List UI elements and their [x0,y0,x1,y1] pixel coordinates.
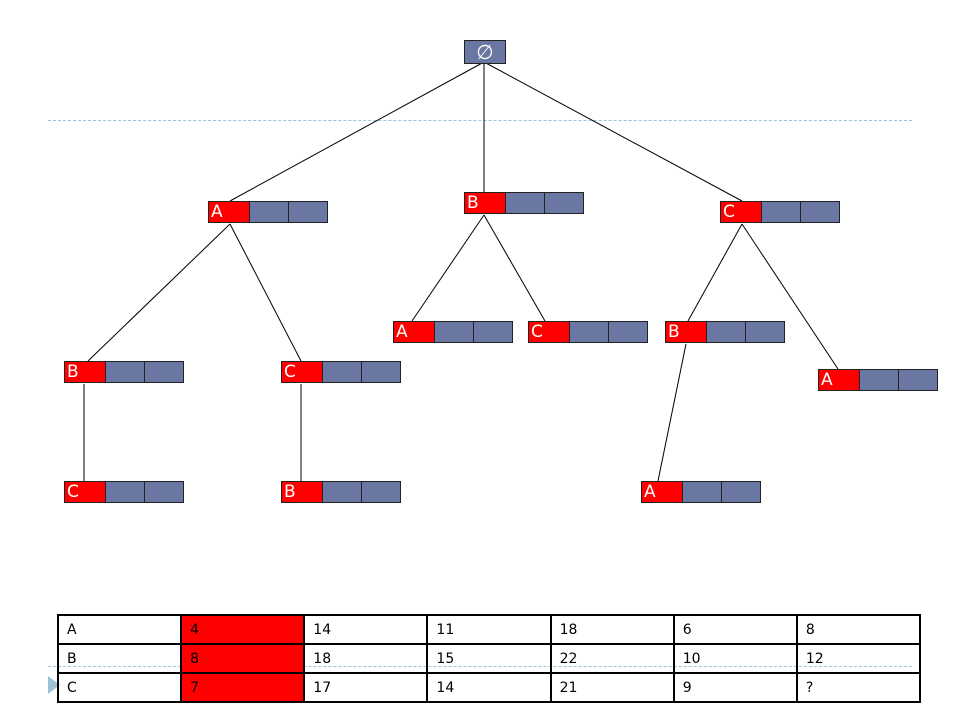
tree-node-cb: B [665,321,785,343]
node-cell [609,321,648,343]
tree-node-b: B [464,192,584,214]
tree-node-abc: C [64,481,184,503]
table-cell: 14 [303,614,429,645]
table-cell: 22 [549,643,675,674]
node-cell [801,201,840,223]
edge-b-c [483,214,546,322]
node-cell [250,201,289,223]
node-label: B [281,481,323,503]
table-cell: 14 [426,672,552,703]
guide-line-top [48,120,912,121]
node-cell [545,192,584,214]
tree-node-acb: B [281,481,401,503]
node-cell [145,361,184,383]
table-cell: 9 [672,672,798,703]
edge-root-a [229,61,485,202]
node-cell [746,321,785,343]
table-cell: ? [795,672,922,703]
node-cell [435,321,474,343]
node-cell [707,321,746,343]
table-row: C 7 17 14 21 9 ? [56,672,922,703]
edge-cb-a [657,343,687,482]
table-row: B 8 18 15 22 10 12 [56,643,922,674]
table-row: A 4 14 11 18 6 8 [56,614,922,645]
node-cell [474,321,513,343]
tree-node-c: C [720,201,840,223]
node-cell [570,321,609,343]
table-cell: A [56,614,183,645]
node-cell [145,481,184,503]
table-cell: 18 [303,643,429,674]
table-cell-highlight: 8 [180,643,306,674]
node-cell [362,481,401,503]
table-cell: 6 [672,614,798,645]
table-cell: 18 [549,614,675,645]
values-table: A 4 14 11 18 6 8 B 8 18 15 22 10 12 C 7 … [56,614,922,703]
node-cell [683,481,722,503]
table-cell: 11 [426,614,552,645]
tree-node-bc: C [528,321,648,343]
node-label: C [64,481,106,503]
node-label: A [208,201,250,223]
node-cell [323,481,362,503]
tree-node-ca: A [818,369,938,391]
table-cell: B [56,643,183,674]
node-cell [860,369,899,391]
table-cell: 8 [795,614,922,645]
node-cell [106,361,145,383]
node-cell [506,192,545,214]
node-cell [289,201,328,223]
edge-root-c [483,61,743,202]
node-label: A [393,321,435,343]
node-cell [722,481,761,503]
bullet-arrow-icon [48,676,60,694]
edge-b-a [411,214,485,322]
node-label: B [64,361,106,383]
node-label: C [528,321,570,343]
node-label: B [464,192,506,214]
node-label: C [281,361,323,383]
table-cell: 17 [303,672,429,703]
node-cell [323,361,362,383]
node-cell [106,481,145,503]
tree-node-ac: C [281,361,401,383]
edge-c-a [741,223,839,370]
table-cell: 12 [795,643,922,674]
tree-node-ba: A [393,321,513,343]
node-cell [362,361,401,383]
table-cell: 21 [549,672,675,703]
edge-a-c [229,223,302,362]
node-cell [762,201,801,223]
table-cell: C [56,672,183,703]
node-label: A [818,369,860,391]
node-label: C [720,201,762,223]
node-label: B [665,321,707,343]
tree-root-node: ∅ [464,40,506,64]
edge-a-b [87,223,231,362]
node-label: A [641,481,683,503]
node-cell [899,369,938,391]
table-cell-highlight: 7 [180,672,306,703]
tree-node-ab: B [64,361,184,383]
edge-c-b [687,223,743,322]
tree-node-cba: A [641,481,761,503]
tree-node-a: A [208,201,328,223]
table-cell-highlight: 4 [180,614,306,645]
table-cell: 15 [426,643,552,674]
table-cell: 10 [672,643,798,674]
